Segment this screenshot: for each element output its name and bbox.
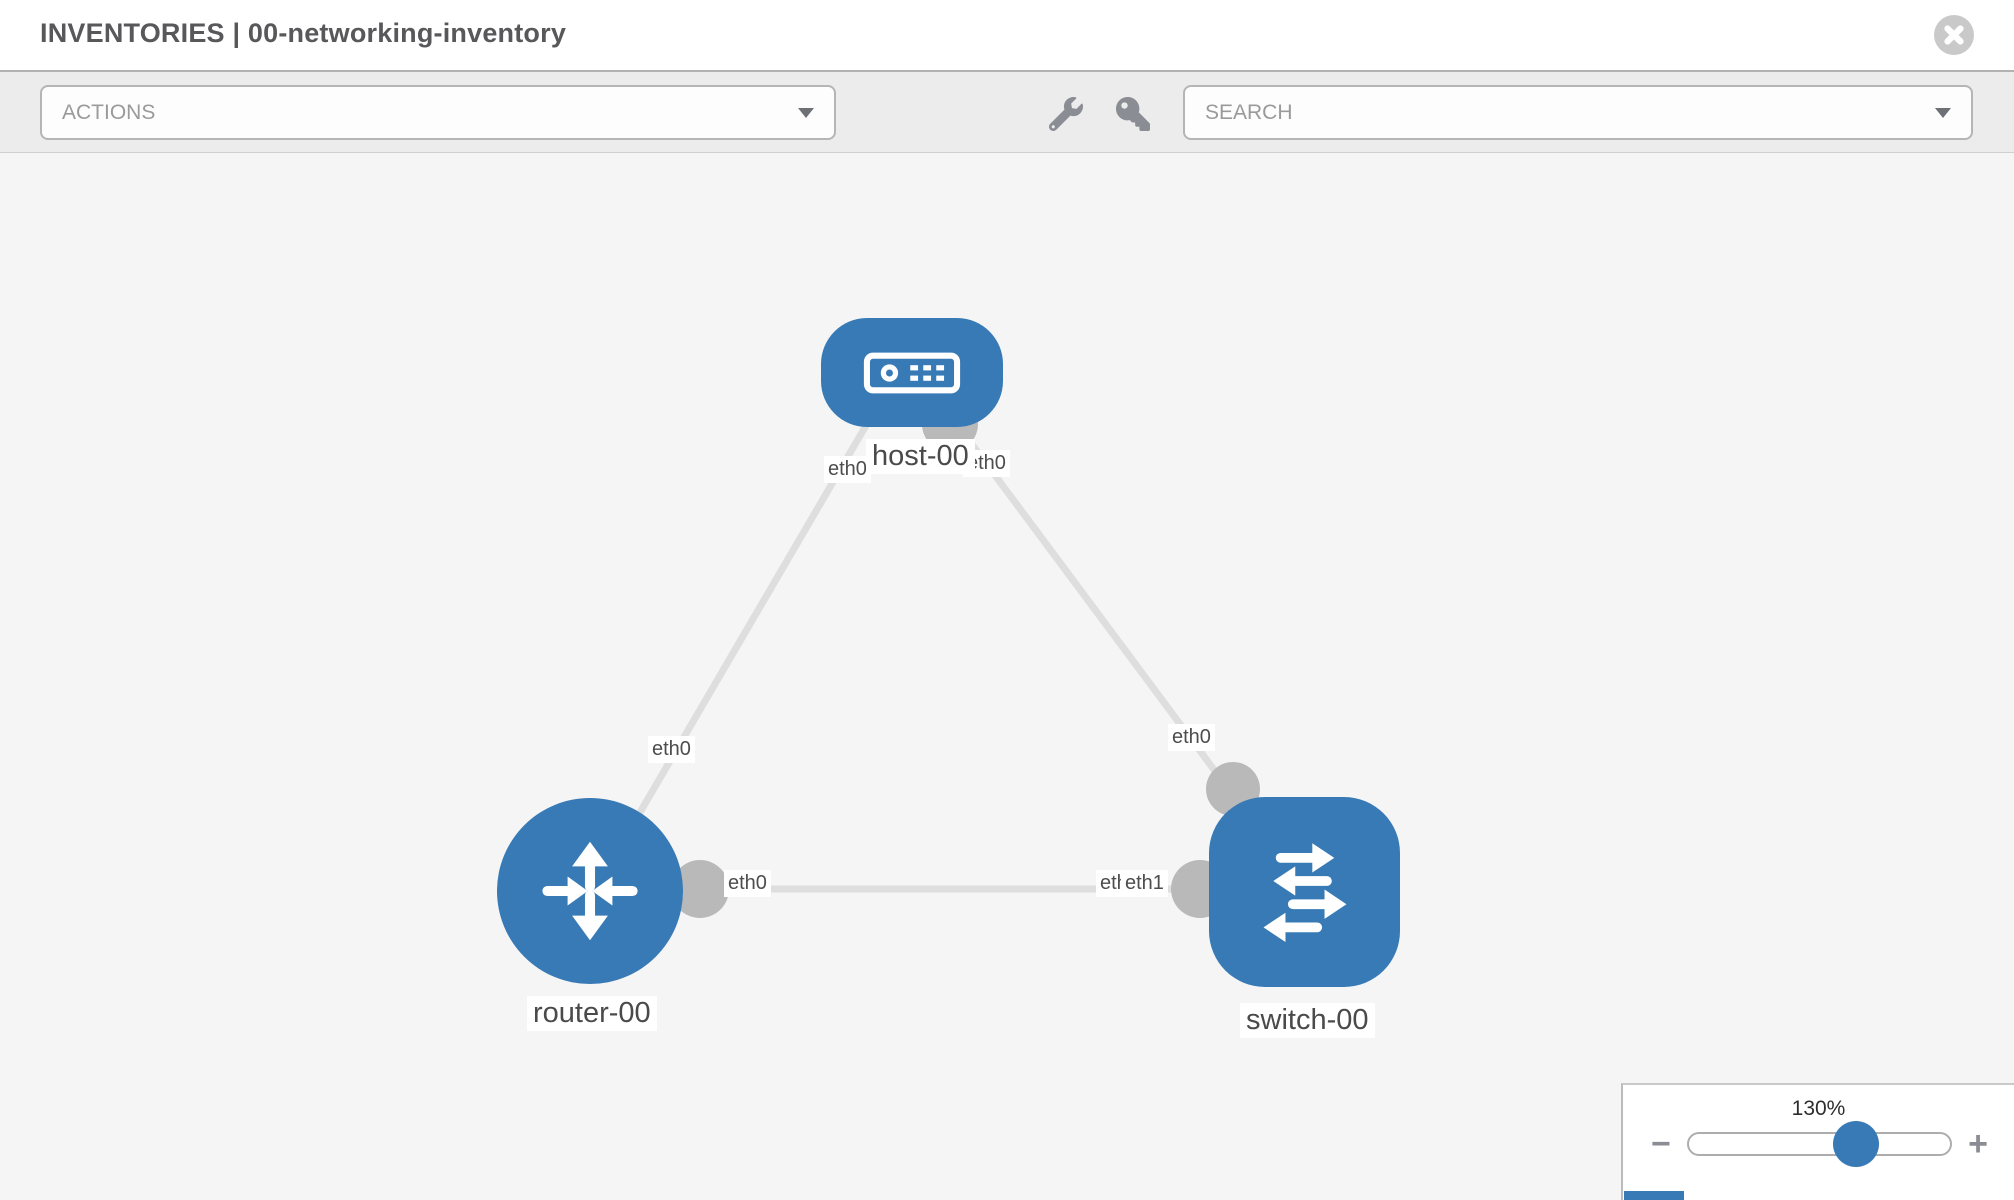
interface-label: eth0: [648, 736, 695, 763]
close-icon: [1944, 25, 1964, 45]
zoom-panel: 130% − +: [1621, 1083, 2014, 1200]
interface-dot-router: [671, 860, 729, 918]
wrench-icon: [1049, 97, 1083, 131]
interface-label: eth0: [824, 456, 871, 483]
page-title: INVENTORIES | 00-networking-inventory: [40, 18, 567, 48]
cropped-blue-element: [1624, 1191, 1684, 1200]
actions-dropdown-label: ACTIONS: [62, 100, 156, 124]
node-label-host: host-00: [866, 439, 975, 475]
zoom-in-button[interactable]: +: [1968, 1125, 1988, 1163]
node-label-router: router-00: [527, 996, 657, 1032]
interface-label: eth1: [1121, 870, 1168, 897]
node-label-switch: switch-00: [1240, 1003, 1375, 1039]
links-layer: [586, 391, 1300, 918]
zoom-slider-thumb[interactable]: [1833, 1121, 1880, 1167]
node-switch-00[interactable]: [1209, 797, 1400, 987]
close-button[interactable]: [1934, 15, 1974, 55]
search-dropdown[interactable]: SEARCH: [1183, 85, 1973, 140]
zoom-level-label: 130%: [1791, 1097, 1846, 1120]
interface-label: eth0: [724, 870, 771, 897]
zoom-out-button[interactable]: −: [1651, 1125, 1671, 1163]
interface-label: eth0: [1168, 724, 1215, 751]
zoom-slider-track[interactable]: [1686, 1121, 1953, 1167]
header: INVENTORIES | 00-networking-inventory: [0, 0, 2014, 72]
key-button[interactable]: [1113, 96, 1153, 132]
chevron-down-icon: [798, 107, 814, 118]
host-icon: [863, 352, 961, 393]
node-router-00[interactable]: [497, 798, 683, 984]
key-icon: [1116, 97, 1150, 131]
router-icon: [542, 841, 638, 941]
actions-dropdown[interactable]: ACTIONS: [40, 85, 836, 140]
switch-icon: [1263, 843, 1346, 943]
search-dropdown-label: SEARCH: [1205, 100, 1293, 124]
chevron-down-icon: [1935, 107, 1951, 118]
wrench-button[interactable]: [1046, 96, 1086, 132]
node-host-00[interactable]: [821, 318, 1003, 427]
toolbar: ACTIONS SEARCH: [0, 72, 2014, 153]
topology-canvas[interactable]: eth0 eth0 eth0 eth0 eth0 eth0 eth1 host-…: [0, 153, 2014, 1200]
